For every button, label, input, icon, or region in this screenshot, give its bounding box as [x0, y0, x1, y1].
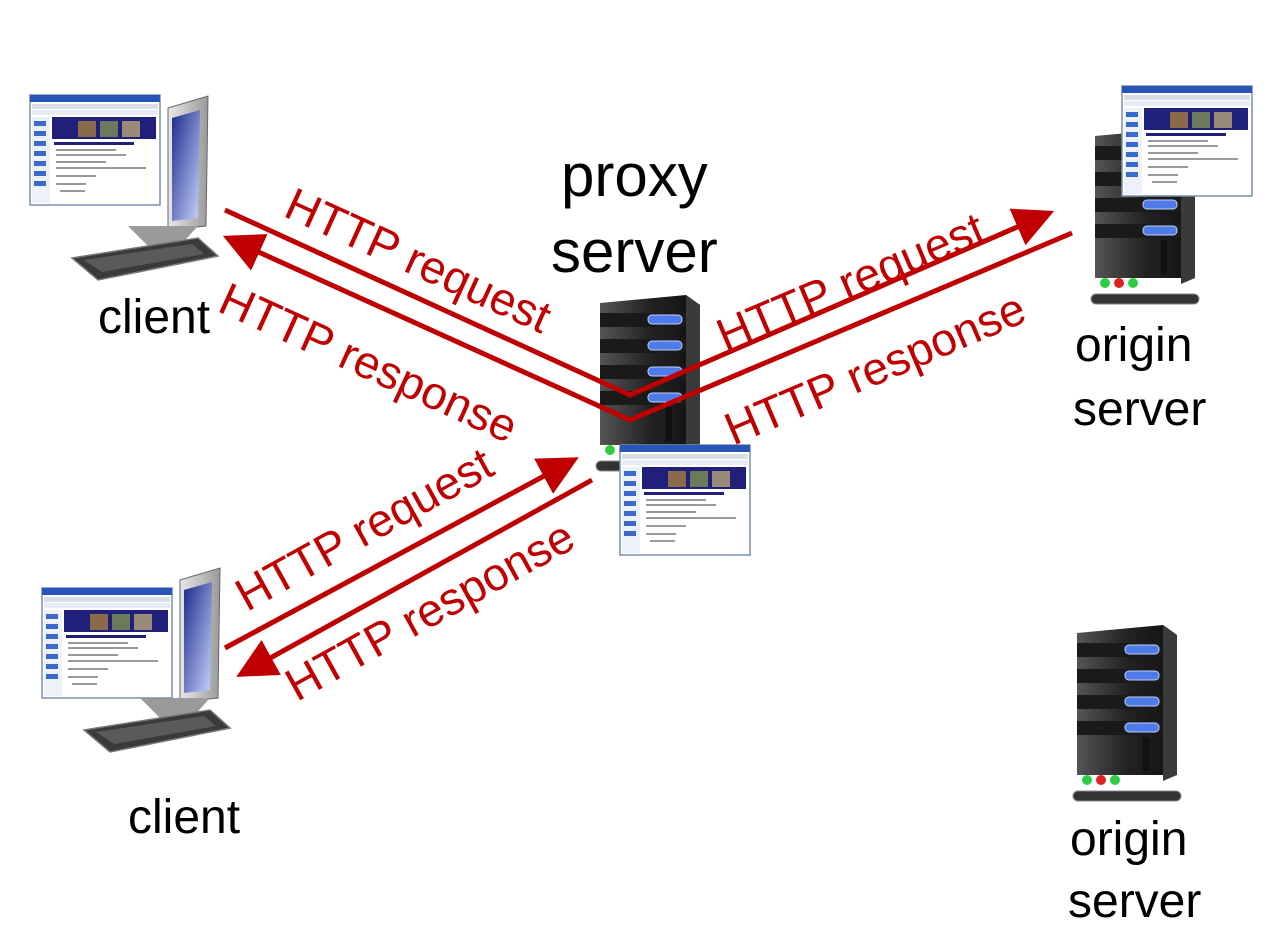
origin-top-label-line2: server	[1073, 383, 1207, 436]
proxy-label-line1: proxy	[561, 142, 708, 209]
server-tower-icon	[1072, 624, 1182, 802]
origin-top-label-line1: origin	[1075, 319, 1193, 372]
web-page-icon	[1121, 85, 1253, 197]
web-page-icon	[41, 587, 173, 699]
client-label-top: client	[98, 291, 211, 344]
web-page-icon	[29, 94, 161, 206]
web-page-icon	[619, 444, 751, 556]
proxy-label-line2: server	[551, 218, 718, 285]
origin-bottom-label-line2: server	[1068, 875, 1202, 928]
arrow-origin-to-client-response	[222, 230, 1073, 423]
arrow-bottom-client-request	[223, 457, 579, 651]
arrow-bottom-proxy-response	[236, 477, 594, 677]
client-label-bottom: client	[128, 791, 241, 844]
origin-bottom-label-line1: origin	[1070, 813, 1188, 866]
arrow-client-to-proxy-request	[223, 207, 1055, 398]
